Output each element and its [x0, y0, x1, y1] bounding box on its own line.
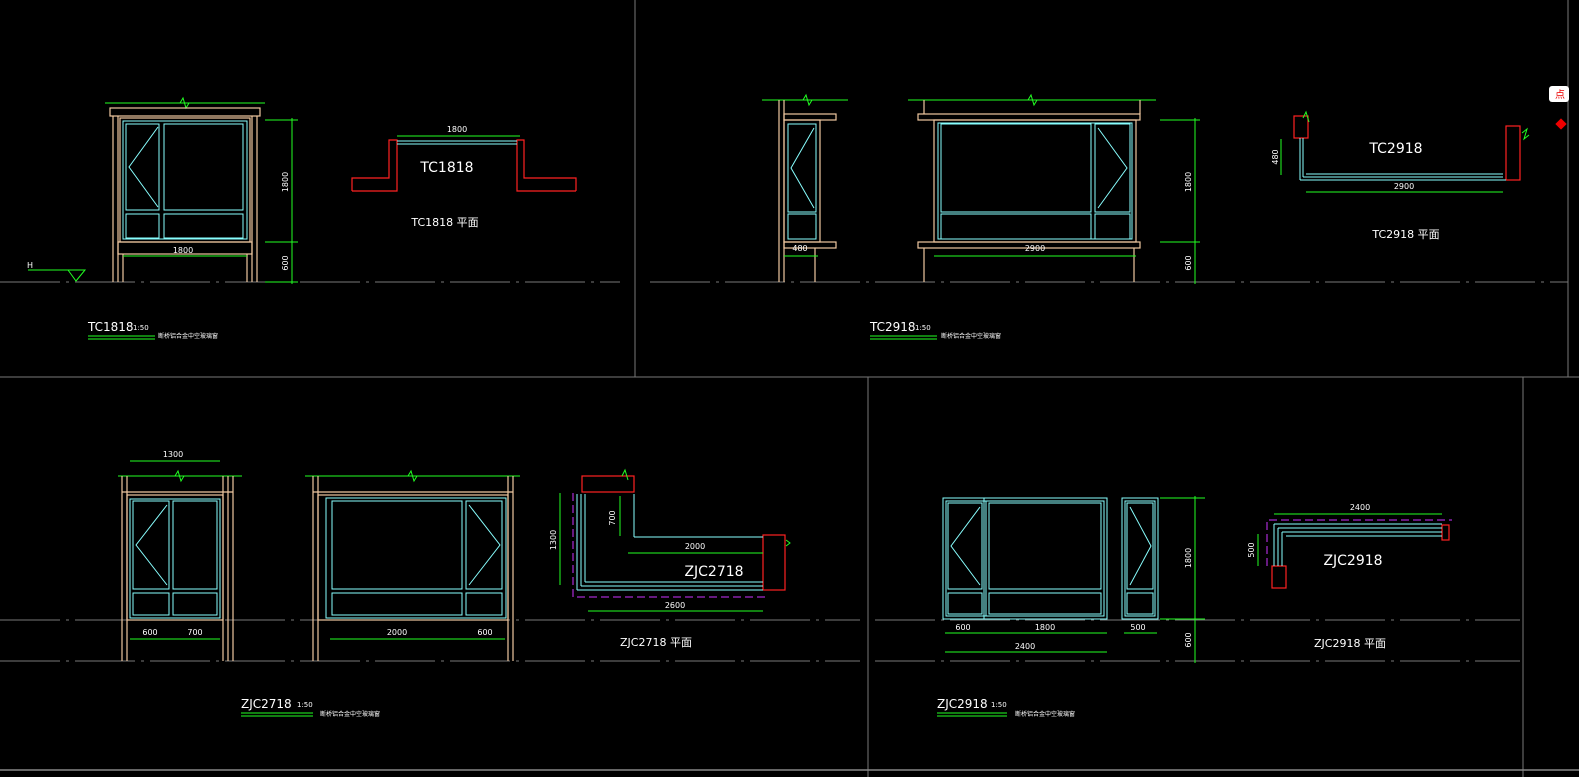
tc1818-dim-height: 1800 — [281, 172, 290, 192]
tc2918-plan-label: TC2918 — [1368, 141, 1422, 157]
zjc2718-plan-title: ZJC2718 平面 — [620, 636, 692, 649]
zjc2718-dim-c: 2000 — [387, 628, 407, 637]
zjc2718-plan-dim-side: 1300 — [549, 530, 558, 550]
tc1818-plan-title: TC1818 平面 — [410, 216, 478, 229]
zjc2918-dim-total: 2400 — [1015, 642, 1035, 651]
zjc2918-plan: 2400 500 ZJC2918 ZJC2918 平面 — [1247, 503, 1452, 650]
zjc2718-dim-top: 1300 — [163, 450, 183, 459]
tc1818-elev-title: TC1818 — [87, 320, 134, 334]
tc1818-scale: 1:50 — [133, 324, 149, 332]
tc2918-plan-title: TC2918 平面 — [1371, 228, 1439, 241]
zjc2918-dim-height: 1800 — [1184, 548, 1193, 568]
zjc2918-subtitle: 断桥铝合金中空玻璃窗 — [1015, 710, 1075, 718]
zjc2918-scale: 1:50 — [991, 701, 1007, 709]
ground-lines — [0, 281, 1568, 662]
tc2918-plan-dim-side: 480 — [1271, 149, 1280, 164]
tc2918-elev-title: TC2918 — [869, 320, 916, 334]
tc2918-plan-dim-width: 2900 — [1394, 182, 1414, 191]
tc2918-dim-height: 1800 — [1184, 172, 1193, 192]
tc1818-plan: 1800 TC1818 TC1818 平面 — [351, 125, 577, 229]
tc1818-level-mark: H — [27, 261, 33, 270]
zjc2718-scale: 1:50 — [297, 701, 313, 709]
tc2918-elevation: 480 2900 1800 600 — [762, 93, 1200, 284]
tc1818-dim-sill: 600 — [281, 255, 290, 270]
tc2918-dim-width: 2900 — [1025, 244, 1045, 253]
zjc2918-dim-a: 600 — [955, 623, 970, 632]
zjc2918-plan-dim-side: 500 — [1247, 542, 1256, 557]
zjc2718-plan: 1300 700 2000 2600 ZJC2718 ZJC2718 平面 — [549, 468, 791, 649]
zjc2918-plan-title: ZJC2918 平面 — [1314, 637, 1386, 650]
marker-badge[interactable]: 点 — [1549, 86, 1569, 130]
tc2918-subtitle: 断桥铝合金中空玻璃窗 — [941, 332, 1001, 340]
zjc2918-dim-b: 1800 — [1035, 623, 1055, 632]
zjc2718-plan-dim-inner: 700 — [608, 510, 617, 525]
tc1818-plan-dim: 1800 — [447, 125, 467, 134]
zjc2918-title-block: ZJC2918 1:50 断桥铝合金中空玻璃窗 — [937, 697, 1075, 718]
zjc2718-dim-a: 600 — [142, 628, 157, 637]
tc1818-title-block: TC1818 1:50 断桥铝合金中空玻璃窗 — [87, 320, 218, 340]
zjc2718-dim-b: 700 — [187, 628, 202, 637]
zjc2918-elev-title: ZJC2918 — [937, 697, 988, 711]
zjc2718-title-block: ZJC2718 1:50 断桥铝合金中空玻璃窗 — [241, 697, 380, 718]
zjc2718-dim-d: 600 — [477, 628, 492, 637]
marker-text: 点 — [1555, 89, 1565, 101]
tc2918-scale: 1:50 — [915, 324, 931, 332]
zjc2918-plan-label: ZJC2918 — [1323, 553, 1382, 569]
tc1818-elevation: 1800 600 1800 H — [27, 96, 298, 284]
tc2918-plan: 480 2900 TC2918 TC2918 平面 — [1271, 110, 1530, 241]
tc2918-dim-sill: 600 — [1184, 255, 1193, 270]
tc1818-subtitle: 断桥铝合金中空玻璃窗 — [158, 332, 218, 340]
zjc2718-plan-dim-total: 2600 — [665, 601, 685, 610]
tc1818-dim-width: 1800 — [173, 246, 193, 255]
tc1818-plan-label: TC1818 — [419, 160, 473, 176]
zjc2918-dim-c: 500 — [1130, 623, 1145, 632]
zjc2918-elevation: 600 1800 500 2400 1800 600 — [942, 496, 1205, 663]
tc2918-title-block: TC2918 1:50 断桥铝合金中空玻璃窗 — [869, 320, 1001, 340]
zjc2718-elev-title: ZJC2718 — [241, 697, 292, 711]
tc2918-dim-side: 480 — [792, 244, 807, 253]
zjc2718-subtitle: 断桥铝合金中空玻璃窗 — [320, 710, 380, 718]
zjc2918-plan-dim-top: 2400 — [1350, 503, 1370, 512]
zjc2918-dim-sill: 600 — [1184, 632, 1193, 647]
zjc2718-plan-label: ZJC2718 — [684, 564, 743, 580]
zjc2718-elevation: 1300 600 700 2000 600 — [118, 450, 520, 661]
zjc2718-plan-dim-mid: 2000 — [685, 542, 705, 551]
